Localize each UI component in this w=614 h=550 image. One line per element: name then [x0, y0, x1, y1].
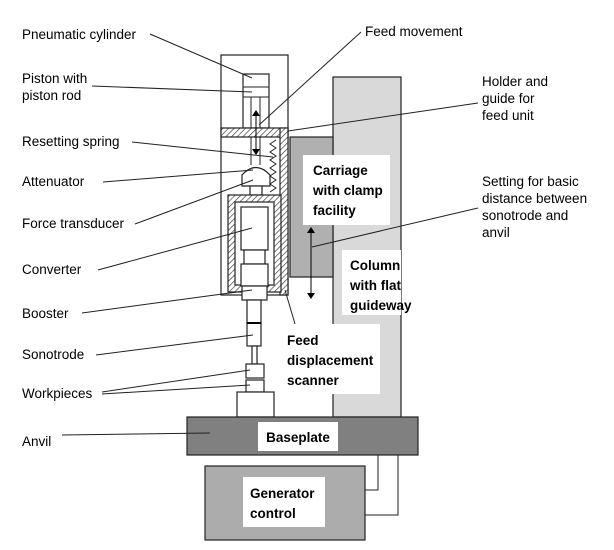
resetting-spring [269, 139, 277, 193]
label-pneumatic-cylinder: Pneumatic cylinder [22, 27, 137, 42]
label-force-transducer: Force transducer [22, 216, 125, 231]
booster [240, 263, 269, 287]
anvil [236, 391, 275, 418]
workpiece-upper [245, 363, 265, 379]
holder-plate [220, 127, 289, 138]
label-resetting-spring: Resetting spring [22, 134, 120, 149]
label-anvil: Anvil [22, 434, 51, 449]
label-attenuator: Attenuator [22, 174, 85, 189]
baseplate-label: Baseplate [266, 430, 330, 445]
converter [240, 206, 269, 251]
label-feed-movement: Feed movement [365, 24, 463, 39]
workpiece-lower [245, 379, 265, 393]
label-converter: Converter [22, 262, 82, 277]
label-booster: Booster [22, 306, 69, 321]
label-sonotrode: Sonotrode [22, 347, 84, 362]
label-workpieces: Workpieces [22, 386, 93, 401]
